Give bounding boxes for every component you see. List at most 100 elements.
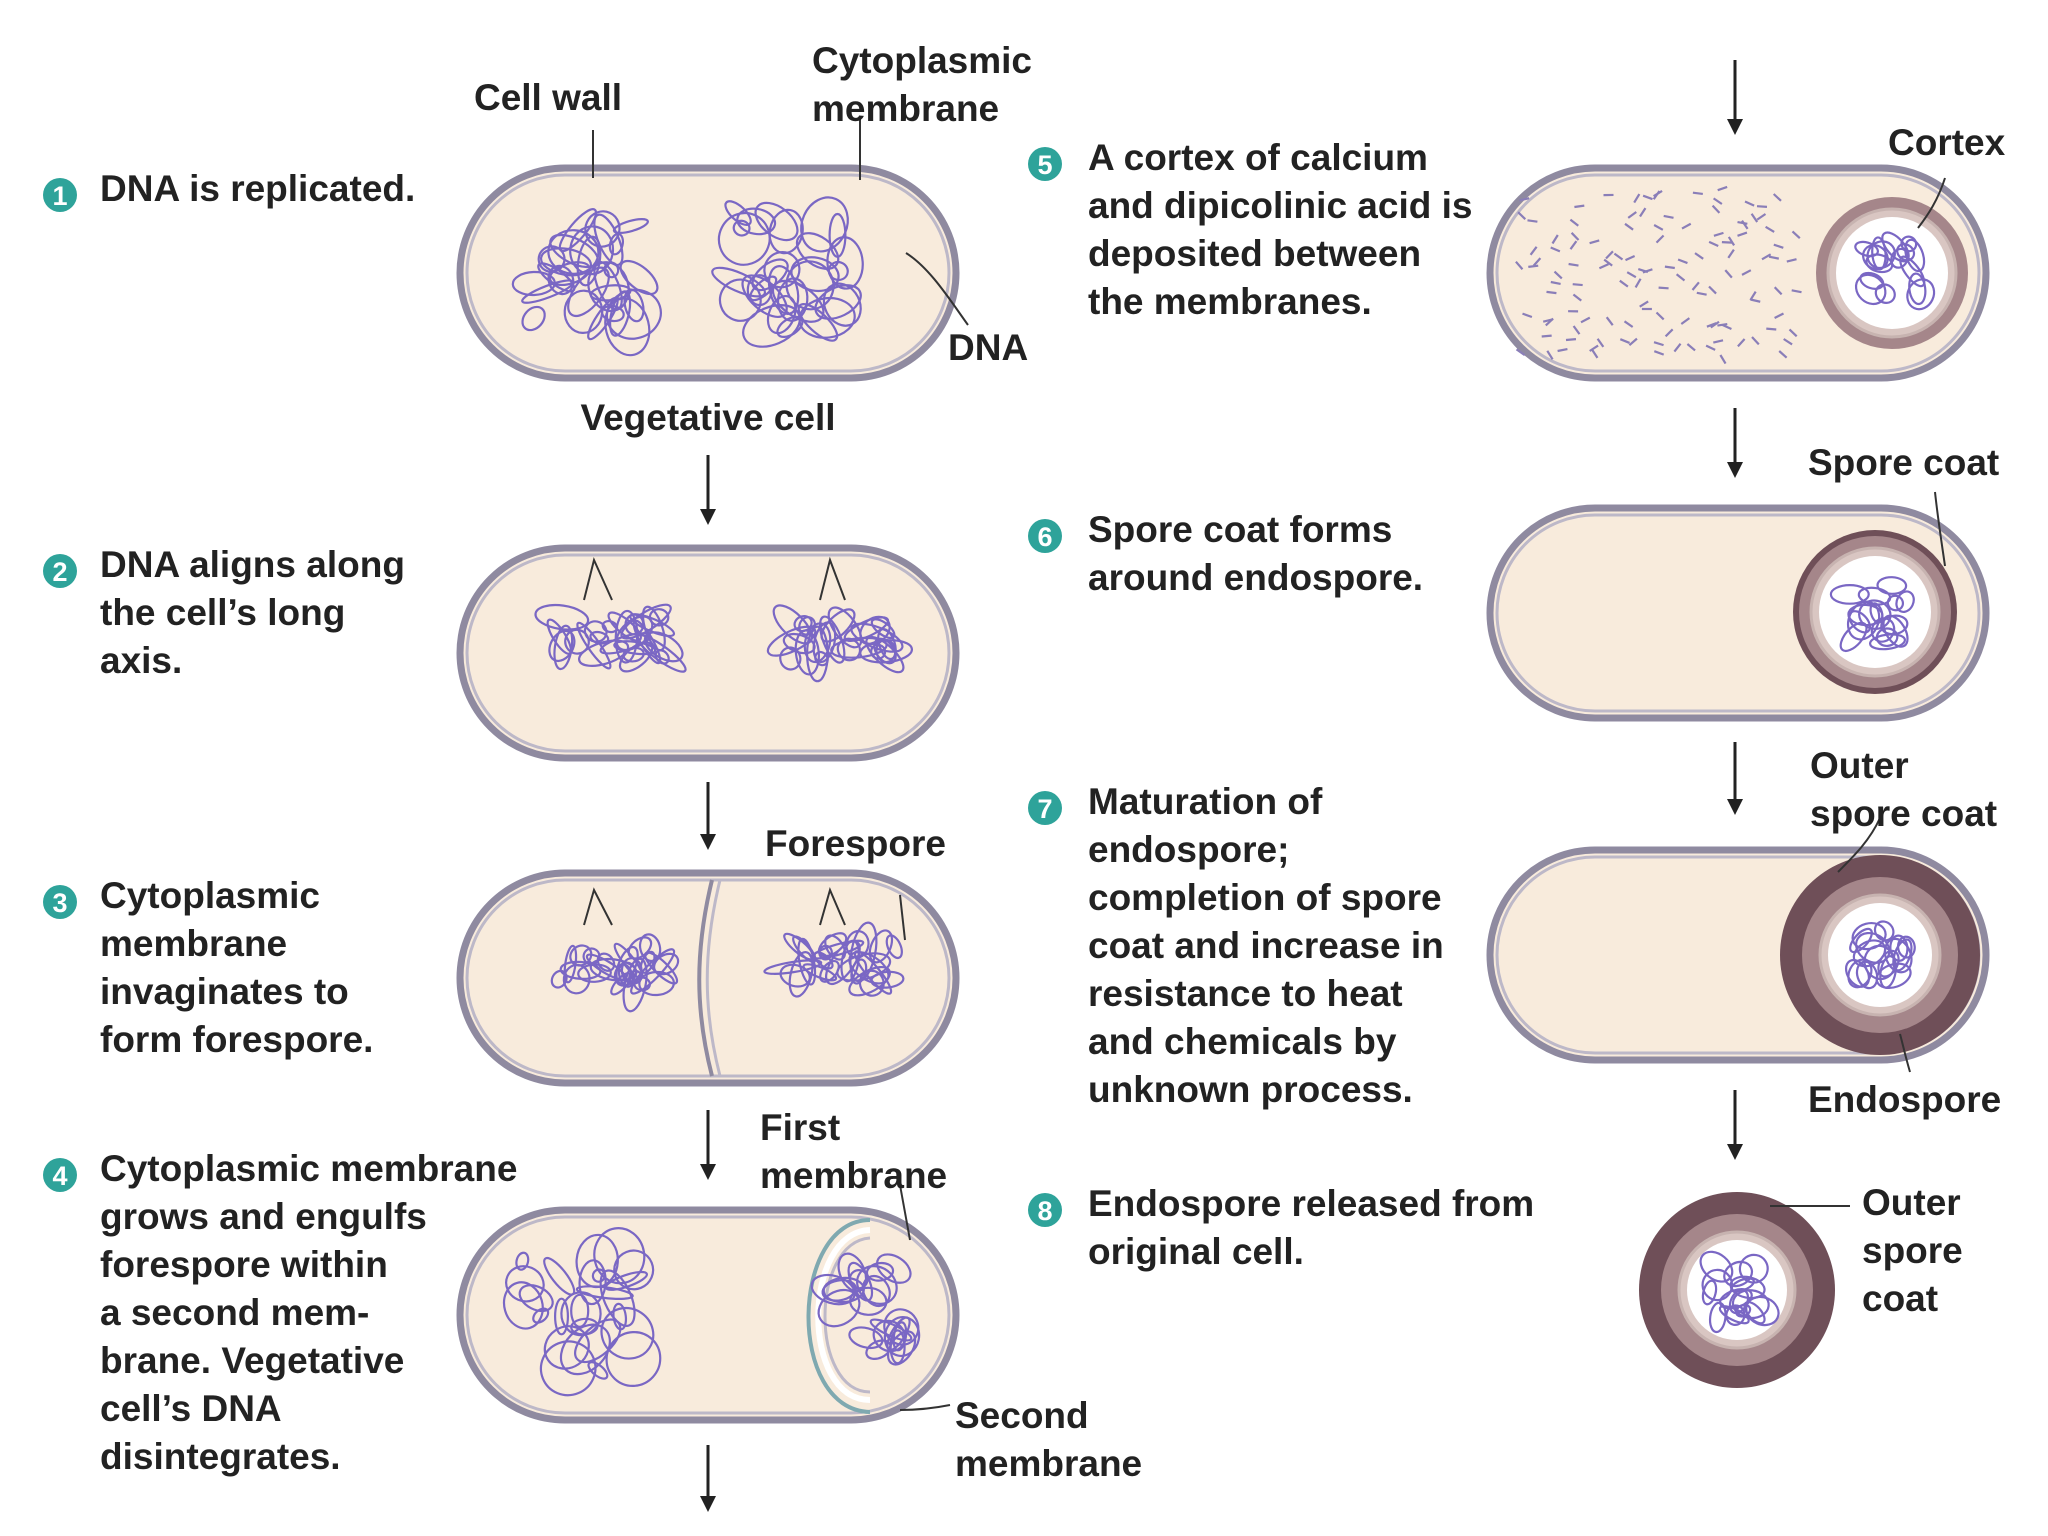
dna-loop bbox=[754, 201, 799, 242]
step-badge-circle bbox=[1028, 1193, 1062, 1227]
dna-2a bbox=[534, 603, 687, 673]
dna-label: DNA bbox=[948, 327, 1028, 368]
spore-6 bbox=[1793, 530, 1957, 694]
step-badge-circle bbox=[43, 885, 77, 919]
dna-loop bbox=[892, 1321, 908, 1352]
step-7-text-line: unknown process. bbox=[1088, 1069, 1413, 1110]
dna-loop bbox=[1829, 584, 1870, 605]
dna-loop bbox=[788, 951, 814, 998]
step-4-text-line: Cytoplasmic membrane bbox=[100, 1148, 517, 1189]
dash bbox=[1756, 213, 1767, 221]
dna-loop bbox=[814, 650, 829, 667]
dash bbox=[1619, 279, 1629, 288]
dna-loop bbox=[763, 959, 823, 975]
dash bbox=[1574, 204, 1585, 209]
dash bbox=[1773, 243, 1784, 249]
step-4-text-line: cell’s DNA bbox=[100, 1388, 282, 1429]
dash bbox=[1605, 250, 1614, 260]
dna-loop bbox=[605, 1331, 662, 1387]
dash bbox=[1519, 197, 1530, 202]
dash bbox=[1664, 328, 1674, 338]
dash bbox=[1652, 190, 1661, 200]
spore-dna bbox=[1854, 231, 1936, 311]
dna-loop bbox=[1874, 283, 1896, 304]
dash bbox=[1708, 285, 1717, 295]
dna-attachment bbox=[583, 556, 613, 601]
dna-loop bbox=[746, 274, 773, 307]
dna-loop bbox=[850, 958, 868, 985]
dna-loop bbox=[813, 951, 834, 970]
dna-loop bbox=[1871, 236, 1887, 271]
dash bbox=[1569, 218, 1579, 227]
dash bbox=[1569, 240, 1578, 250]
step-5-badge: 5 bbox=[1028, 147, 1062, 181]
step-1-badge: 1 bbox=[43, 178, 77, 212]
step-number: 3 bbox=[52, 888, 67, 918]
dash bbox=[1551, 234, 1559, 245]
dna-loop bbox=[1886, 594, 1905, 612]
dash bbox=[1694, 252, 1704, 260]
invagination-inner bbox=[705, 879, 722, 1077]
first-membrane-label-line: membrane bbox=[760, 1155, 947, 1196]
step-5-text-line: deposited between bbox=[1088, 233, 1421, 274]
cell-wall-label: Cell wall bbox=[474, 77, 622, 118]
dna-loop bbox=[821, 1279, 857, 1302]
step-number: 4 bbox=[52, 1161, 67, 1191]
dash bbox=[1749, 291, 1757, 301]
dna-loop bbox=[567, 266, 610, 318]
dna-attachment bbox=[819, 887, 846, 926]
step-3-badge: 3 bbox=[43, 885, 77, 919]
dash bbox=[1737, 338, 1746, 348]
cytoplasmic-membrane bbox=[465, 1215, 951, 1415]
dash bbox=[1550, 246, 1561, 253]
arrow-head bbox=[1727, 1144, 1743, 1160]
dna-loop bbox=[766, 625, 817, 657]
step-badge-circle bbox=[1028, 519, 1062, 553]
dna-loop bbox=[820, 608, 856, 643]
cytoplasmic-membrane bbox=[465, 878, 951, 1078]
spore-coat-leader bbox=[1934, 491, 1946, 567]
step-7-text-line: Maturation of bbox=[1088, 781, 1323, 822]
dna-loop bbox=[1875, 627, 1899, 648]
dash bbox=[1713, 231, 1724, 237]
dna-1a bbox=[511, 208, 662, 357]
spore-dna bbox=[1844, 920, 1916, 990]
dna-loop bbox=[575, 1233, 619, 1289]
second-membrane-leader bbox=[899, 1404, 951, 1411]
dash bbox=[1613, 252, 1624, 261]
step-number: 2 bbox=[52, 557, 67, 587]
dash bbox=[1639, 300, 1649, 308]
cortex-leader bbox=[1917, 177, 1946, 229]
dash bbox=[1655, 311, 1665, 321]
dna-loop bbox=[869, 1318, 913, 1342]
dash bbox=[1663, 214, 1674, 219]
dna-loop bbox=[532, 1307, 550, 1324]
dna-loop bbox=[1708, 1301, 1727, 1334]
dash bbox=[1542, 318, 1554, 323]
dna-loop bbox=[515, 1251, 530, 1271]
dash bbox=[1773, 286, 1783, 296]
dash bbox=[1765, 225, 1775, 233]
step-7-badge: 7 bbox=[1028, 791, 1062, 825]
dna-loop bbox=[1904, 238, 1926, 273]
dna-loop bbox=[615, 615, 654, 652]
dash bbox=[1637, 268, 1649, 274]
dna-loop bbox=[718, 278, 762, 322]
vegetative-cell-label: Vegetative cell bbox=[580, 397, 835, 438]
dna-loop bbox=[1854, 273, 1887, 306]
dash bbox=[1737, 231, 1748, 237]
dna-loop bbox=[1875, 962, 1912, 990]
down-arrow bbox=[1727, 408, 1743, 478]
dna-loop bbox=[1846, 600, 1881, 641]
cell-wall bbox=[456, 544, 960, 762]
dna-loop bbox=[802, 963, 838, 982]
dash bbox=[1768, 255, 1780, 260]
spore-5 bbox=[1816, 197, 1968, 349]
step-8-text-line: original cell. bbox=[1088, 1231, 1304, 1272]
dash bbox=[1572, 283, 1583, 287]
